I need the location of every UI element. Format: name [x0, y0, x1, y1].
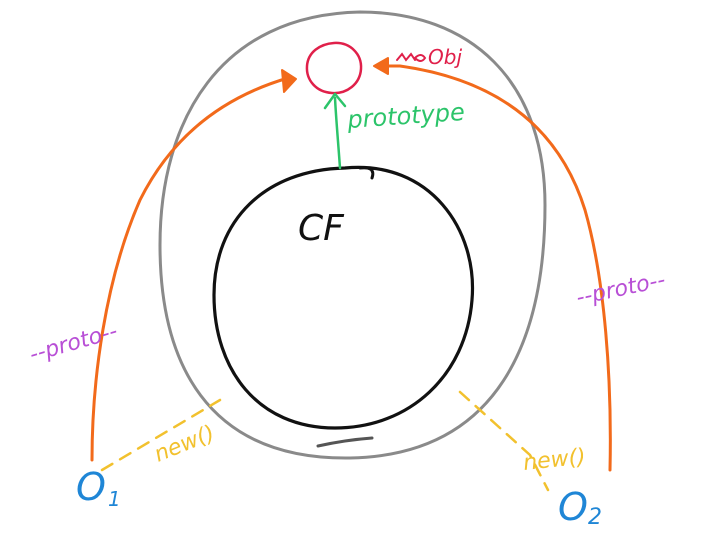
prototype-object-label-scribble: [396, 52, 427, 62]
o2-proto-arrowhead: [373, 57, 389, 75]
o1-proto-arrowhead: [281, 69, 297, 93]
object-o2-subscript: 2: [588, 505, 602, 530]
o2-new-link: [458, 390, 550, 492]
prototype-arrow-shaft: [333, 96, 342, 170]
cf-label: CF: [298, 208, 345, 249]
constructor-circle-tail-bottom: [316, 436, 374, 448]
prototype-arrow-head: [323, 92, 347, 110]
o2-proto-link: [378, 64, 612, 472]
constructor-circle-tail-top: [358, 166, 375, 180]
new-label-right: new(): [522, 445, 587, 476]
proto-label-left: --proto--: [27, 319, 121, 368]
constructor-function-circle: [212, 165, 475, 430]
object-o1-label: O: [76, 465, 106, 509]
outer-ring: [158, 10, 547, 460]
prototype-object-circle: [305, 41, 363, 95]
proto-label-right: --proto--: [574, 268, 668, 311]
o1-proto-link: [90, 76, 290, 462]
object-o2-label: O: [558, 485, 588, 529]
prototype-label: prototype: [345, 98, 465, 134]
prototype-object-label: Obj: [428, 45, 462, 69]
o1-new-link: [100, 398, 222, 472]
object-o1-subscript: 1: [108, 487, 121, 511]
new-label-left: new(): [151, 421, 218, 468]
